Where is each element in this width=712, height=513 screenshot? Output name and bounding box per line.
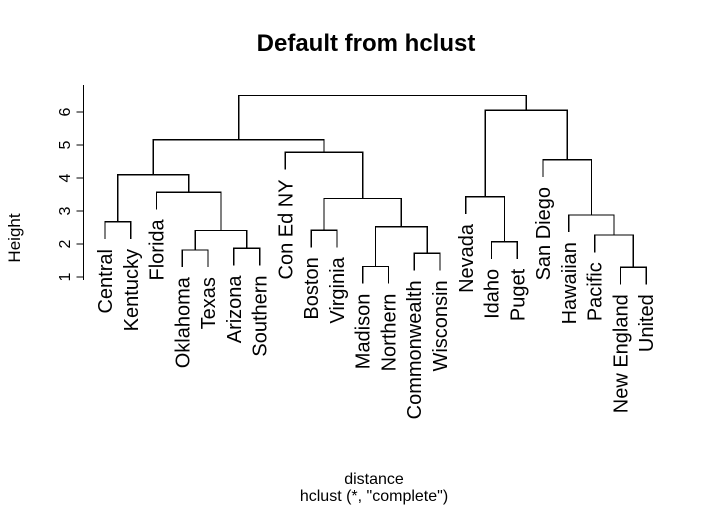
leaf-label: Texas <box>198 277 220 329</box>
leaf-label: Central <box>95 249 117 313</box>
leaf-label: Commonwealth <box>404 280 426 419</box>
x-axis-sub-label: hclust (*, "complete") <box>300 488 448 505</box>
leaf-label: Arizona <box>224 275 246 344</box>
leaf-label: Florida <box>147 218 169 280</box>
leaf-label: Idaho <box>482 269 504 319</box>
y-axis-label: Height <box>5 213 24 262</box>
y-tick-label: 6 <box>57 107 74 116</box>
leaf-label: Southern <box>250 275 272 356</box>
leaf-label: Virginia <box>327 256 349 323</box>
leaf-label: Hawaiian <box>559 242 581 324</box>
leaf-label: Boston <box>301 257 323 319</box>
y-tick-label: 3 <box>57 206 74 215</box>
y-tick-label: 4 <box>57 173 74 182</box>
leaf-label: New England <box>610 294 632 413</box>
leaf-label: Kentucky <box>121 249 143 331</box>
leaf-label: Northern <box>378 294 400 372</box>
leaf-label: Con Ed NY <box>275 179 297 279</box>
dendrogram-links <box>104 94 647 285</box>
leaf-label: Madison <box>353 294 375 370</box>
y-tick-label: 5 <box>57 140 74 149</box>
y-tick-label: 1 <box>57 272 74 281</box>
y-axis: 1 2 3 4 5 6 <box>57 85 85 281</box>
dendrogram-link <box>238 94 527 140</box>
leaf-label: Pacific <box>585 262 607 321</box>
x-axis-label: distance <box>344 471 404 488</box>
leaf-label: Oklahoma <box>172 276 194 368</box>
y-tick-label: 2 <box>57 239 74 248</box>
leaf-label: United <box>636 294 658 352</box>
leaf-label: Puget <box>507 268 529 321</box>
leaf-label: Wisconsin <box>430 280 452 371</box>
leaf-label: San Diego <box>533 187 555 280</box>
leaf-label: Nevada <box>456 223 478 293</box>
plot-title: Default from hclust <box>257 30 476 57</box>
